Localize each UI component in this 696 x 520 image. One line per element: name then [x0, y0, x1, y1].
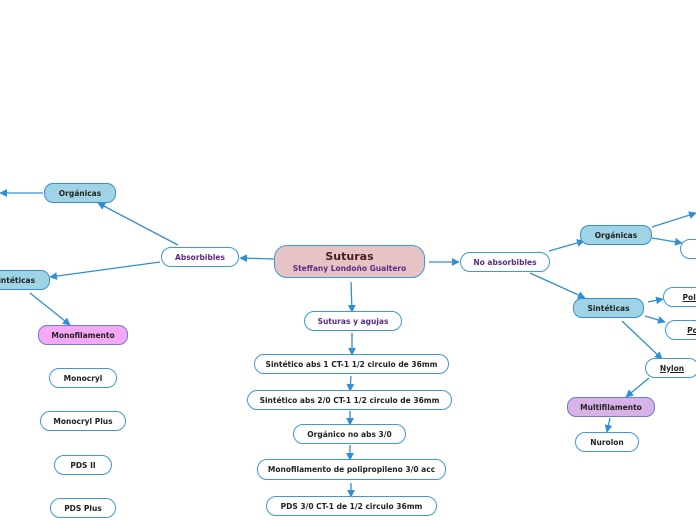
node-organicas-right[interactable]: Orgánicas: [580, 225, 652, 245]
edge-r-organicas-offscreen: [651, 211, 696, 228]
node-pds-ii[interactable]: PDS II: [54, 455, 112, 475]
node-poli-1[interactable]: Polié: [663, 287, 696, 307]
node-pds-plus[interactable]: PDS Plus: [50, 498, 116, 518]
edge-root-absorbibles: [239, 254, 275, 263]
node-no-absorbibles[interactable]: No absorbibles: [460, 252, 550, 272]
root-topic[interactable]: Suturas Steffany Londoño Gualtero: [274, 245, 425, 278]
node-center-item-3[interactable]: Orgánico no abs 3/0: [293, 424, 406, 444]
node-center-item-2[interactable]: Sintético abs 2/0 CT-1 1/2 circulo de 36…: [247, 390, 452, 410]
edge-r-organicas-child: [651, 237, 683, 246]
node-sinteticas-left[interactable]: Sintéticas: [0, 270, 50, 290]
edge-multifilamento-nurolon: [604, 417, 613, 433]
edge-nylon-multifilamento: [625, 377, 650, 398]
node-multifilamento[interactable]: Multifilamento: [567, 397, 655, 417]
edge-sinteticas-monofilamento: [29, 292, 71, 326]
edge-center-2: [346, 375, 355, 392]
node-center-item-1[interactable]: Sintético abs 1 CT-1 1/2 circulo de 36mm: [254, 354, 449, 374]
edge-sinteticas-poli1: [647, 296, 664, 305]
node-organicas-left[interactable]: Orgánicas: [44, 183, 116, 203]
node-center-item-4[interactable]: Monofilamento de polipropileno 3/0 acc: [257, 459, 446, 480]
node-nylon[interactable]: Nylon: [645, 358, 696, 378]
node-monocryl-plus[interactable]: Monocryl Plus: [40, 411, 126, 431]
node-center-item-5[interactable]: PDS 3/0 CT-1 de 1/2 circulo 36mm: [266, 496, 437, 516]
node-monofilamento[interactable]: Monofilamento: [38, 325, 128, 345]
root-title: Suturas: [325, 250, 374, 263]
node-absorbibles[interactable]: Absorbibles: [161, 247, 239, 267]
node-organicas-right-child[interactable]: [680, 239, 696, 259]
node-poli-2[interactable]: Poli: [665, 320, 696, 340]
edge-root-suturasagujas: [347, 281, 356, 313]
edge-noabs-sinteticas: [529, 272, 586, 299]
edge-sinteticas-nylon: [621, 320, 663, 360]
edge-noabs-organicas: [548, 239, 585, 252]
node-sinteticas-right[interactable]: Sintéticas: [573, 298, 644, 318]
edge-sinteticas-poli2: [644, 315, 666, 324]
edge-absorbibles-sinteticas: [49, 261, 161, 280]
node-nurolon[interactable]: Nurolon: [575, 432, 639, 452]
edge-absorbibles-organicas: [97, 202, 179, 246]
node-suturas-agujas[interactable]: Suturas y agujas: [304, 311, 402, 331]
root-subtitle: Steffany Londoño Gualtero: [292, 264, 407, 273]
node-monocryl[interactable]: Monocryl: [49, 368, 117, 388]
